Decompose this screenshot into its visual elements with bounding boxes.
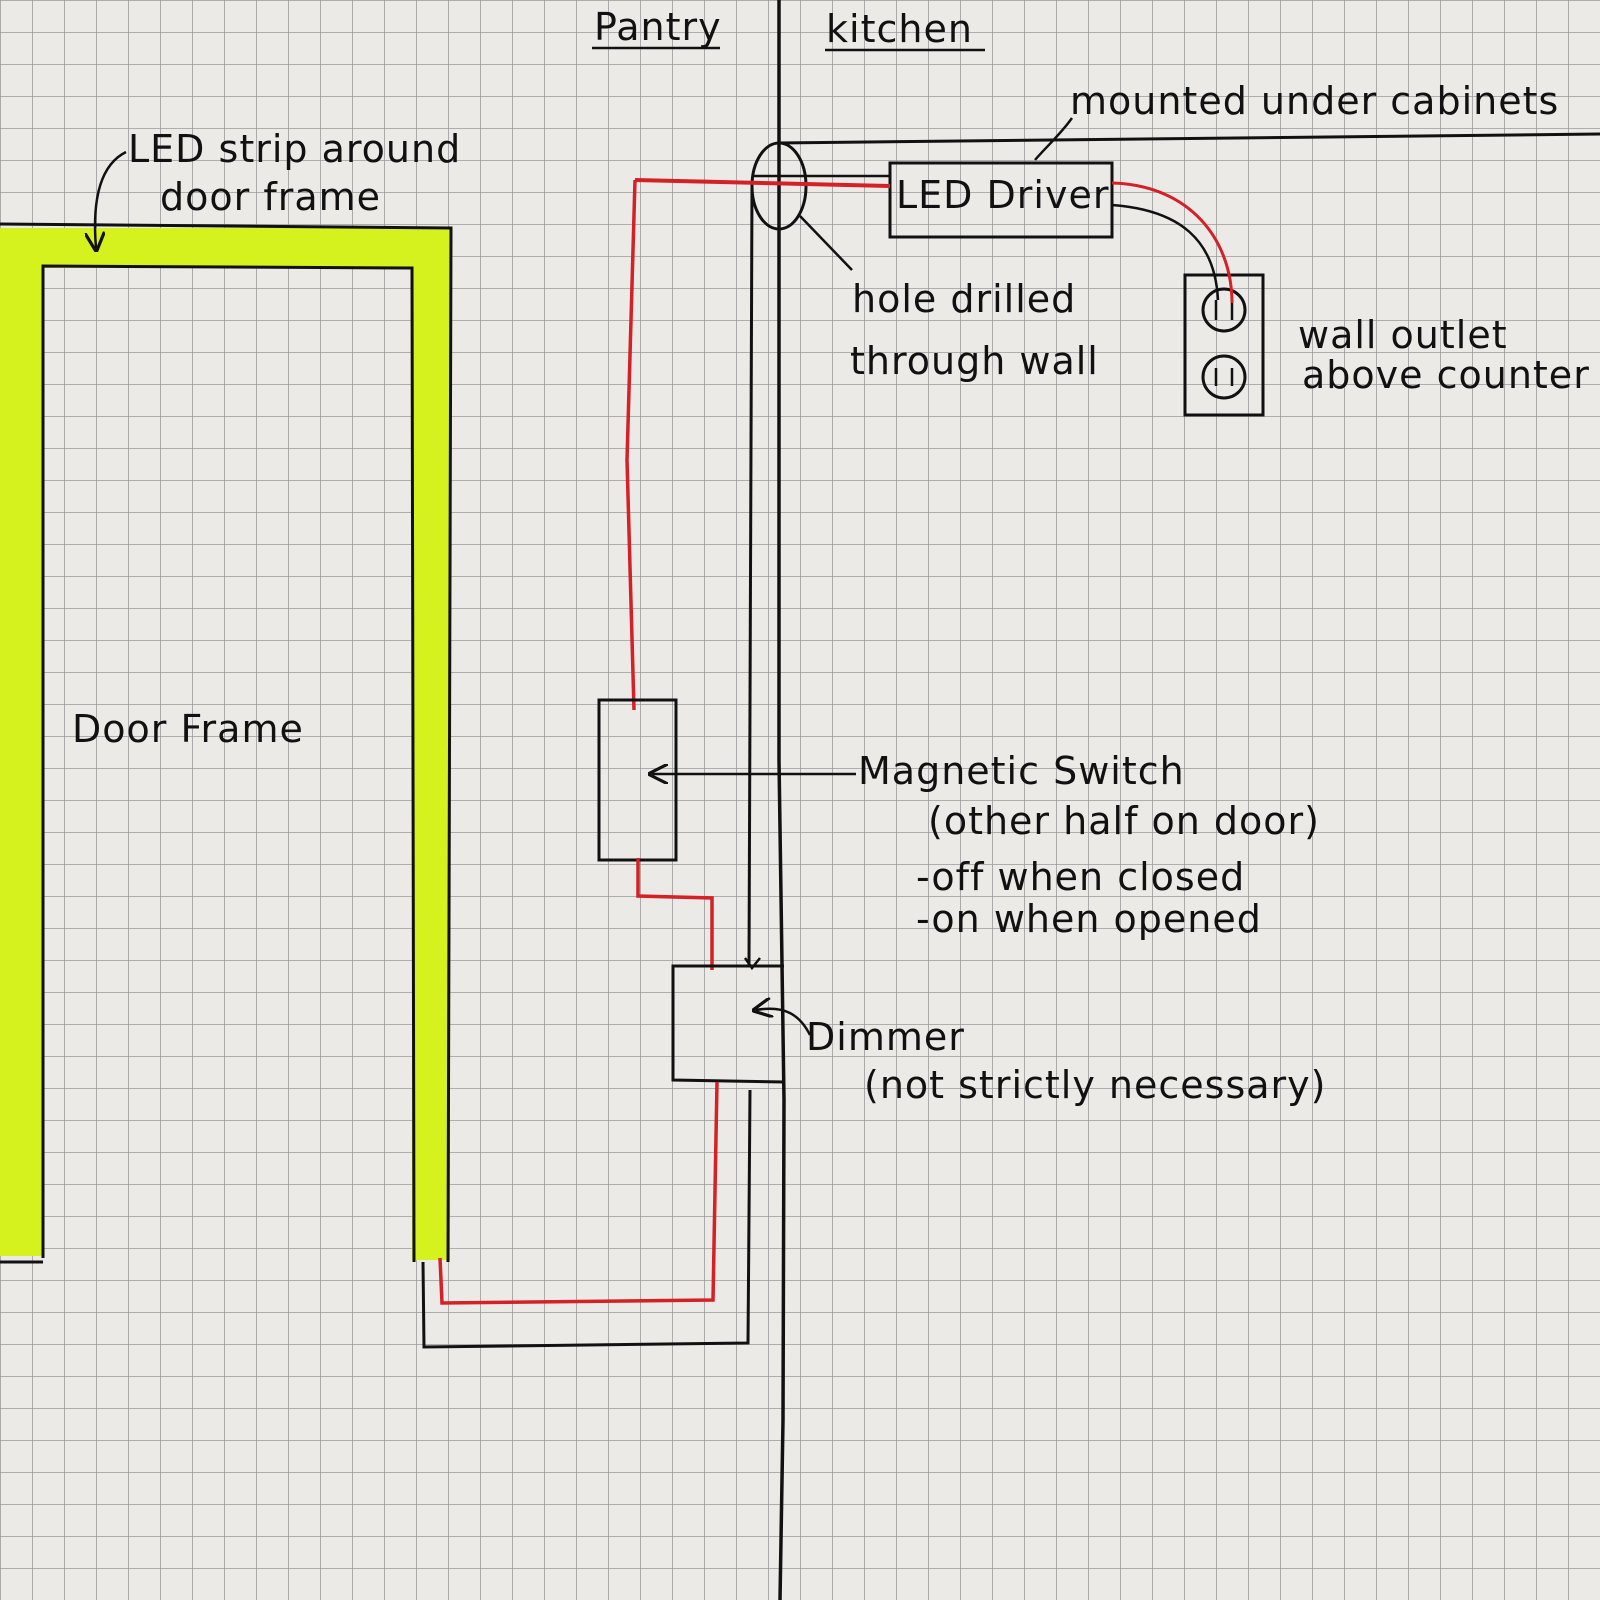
mounted-under-cabinets-label: mounted under cabinets — [1070, 79, 1559, 123]
cabinet-line — [777, 132, 1600, 145]
hole-pointer — [799, 215, 853, 271]
led-driver-label: LED Driver — [896, 173, 1109, 217]
outlet-receptacle-top — [1201, 287, 1247, 333]
driver-red-wire — [634, 178, 891, 188]
magnetic-switch-off: -off when closed — [916, 855, 1245, 899]
cabinet-pointer — [1034, 117, 1074, 161]
door-frame-inner — [41, 264, 416, 1263]
led-driver-box — [888, 161, 1114, 239]
pantry-label: Pantry — [594, 5, 722, 49]
outlet-hot-wire — [1111, 181, 1234, 304]
red-wire-dimmer-to-strip — [438, 1081, 719, 1305]
black-wire-down-wall — [747, 185, 754, 966]
outlet-slots — [1214, 300, 1234, 386]
magnetic-switch-label: Magnetic Switch — [858, 749, 1185, 793]
outlet-label-line2: above counter — [1302, 353, 1590, 397]
outlet-receptacle-bottom — [1201, 354, 1247, 400]
wall-outlet-plate — [1183, 273, 1265, 417]
dimmer-label: Dimmer — [806, 1015, 965, 1059]
red-wire-switch-to-dimmer — [636, 858, 714, 970]
dimmer-pointer — [756, 1009, 812, 1036]
dimmer-note: (not strictly necessary) — [864, 1063, 1326, 1107]
wall-arrow-mark — [743, 957, 761, 971]
door-frame-label-line2: door frame — [160, 175, 381, 219]
door-frame-outer — [0, 222, 453, 1263]
black-wire-to-strip — [421, 1089, 752, 1349]
magnetic-switch-note: (other half on door) — [928, 799, 1320, 843]
kitchen-label: kitchen — [826, 7, 973, 51]
outlet-label-line1: wall outlet — [1298, 313, 1508, 357]
outlet-neutral-wire — [1111, 203, 1220, 301]
led-strip-label: LED strip around — [128, 127, 461, 171]
wall-line — [777, 0, 786, 1600]
hole-label-line2: through wall — [850, 339, 1099, 383]
magnetic-switch-on: -on when opened — [916, 897, 1262, 941]
door-frame-label: Door Frame — [72, 707, 304, 751]
red-wire-to-switch — [625, 179, 637, 711]
led-strip-pointer — [95, 150, 127, 248]
hole-label-line1: hole drilled — [852, 277, 1076, 321]
dimmer-box — [671, 964, 785, 1084]
